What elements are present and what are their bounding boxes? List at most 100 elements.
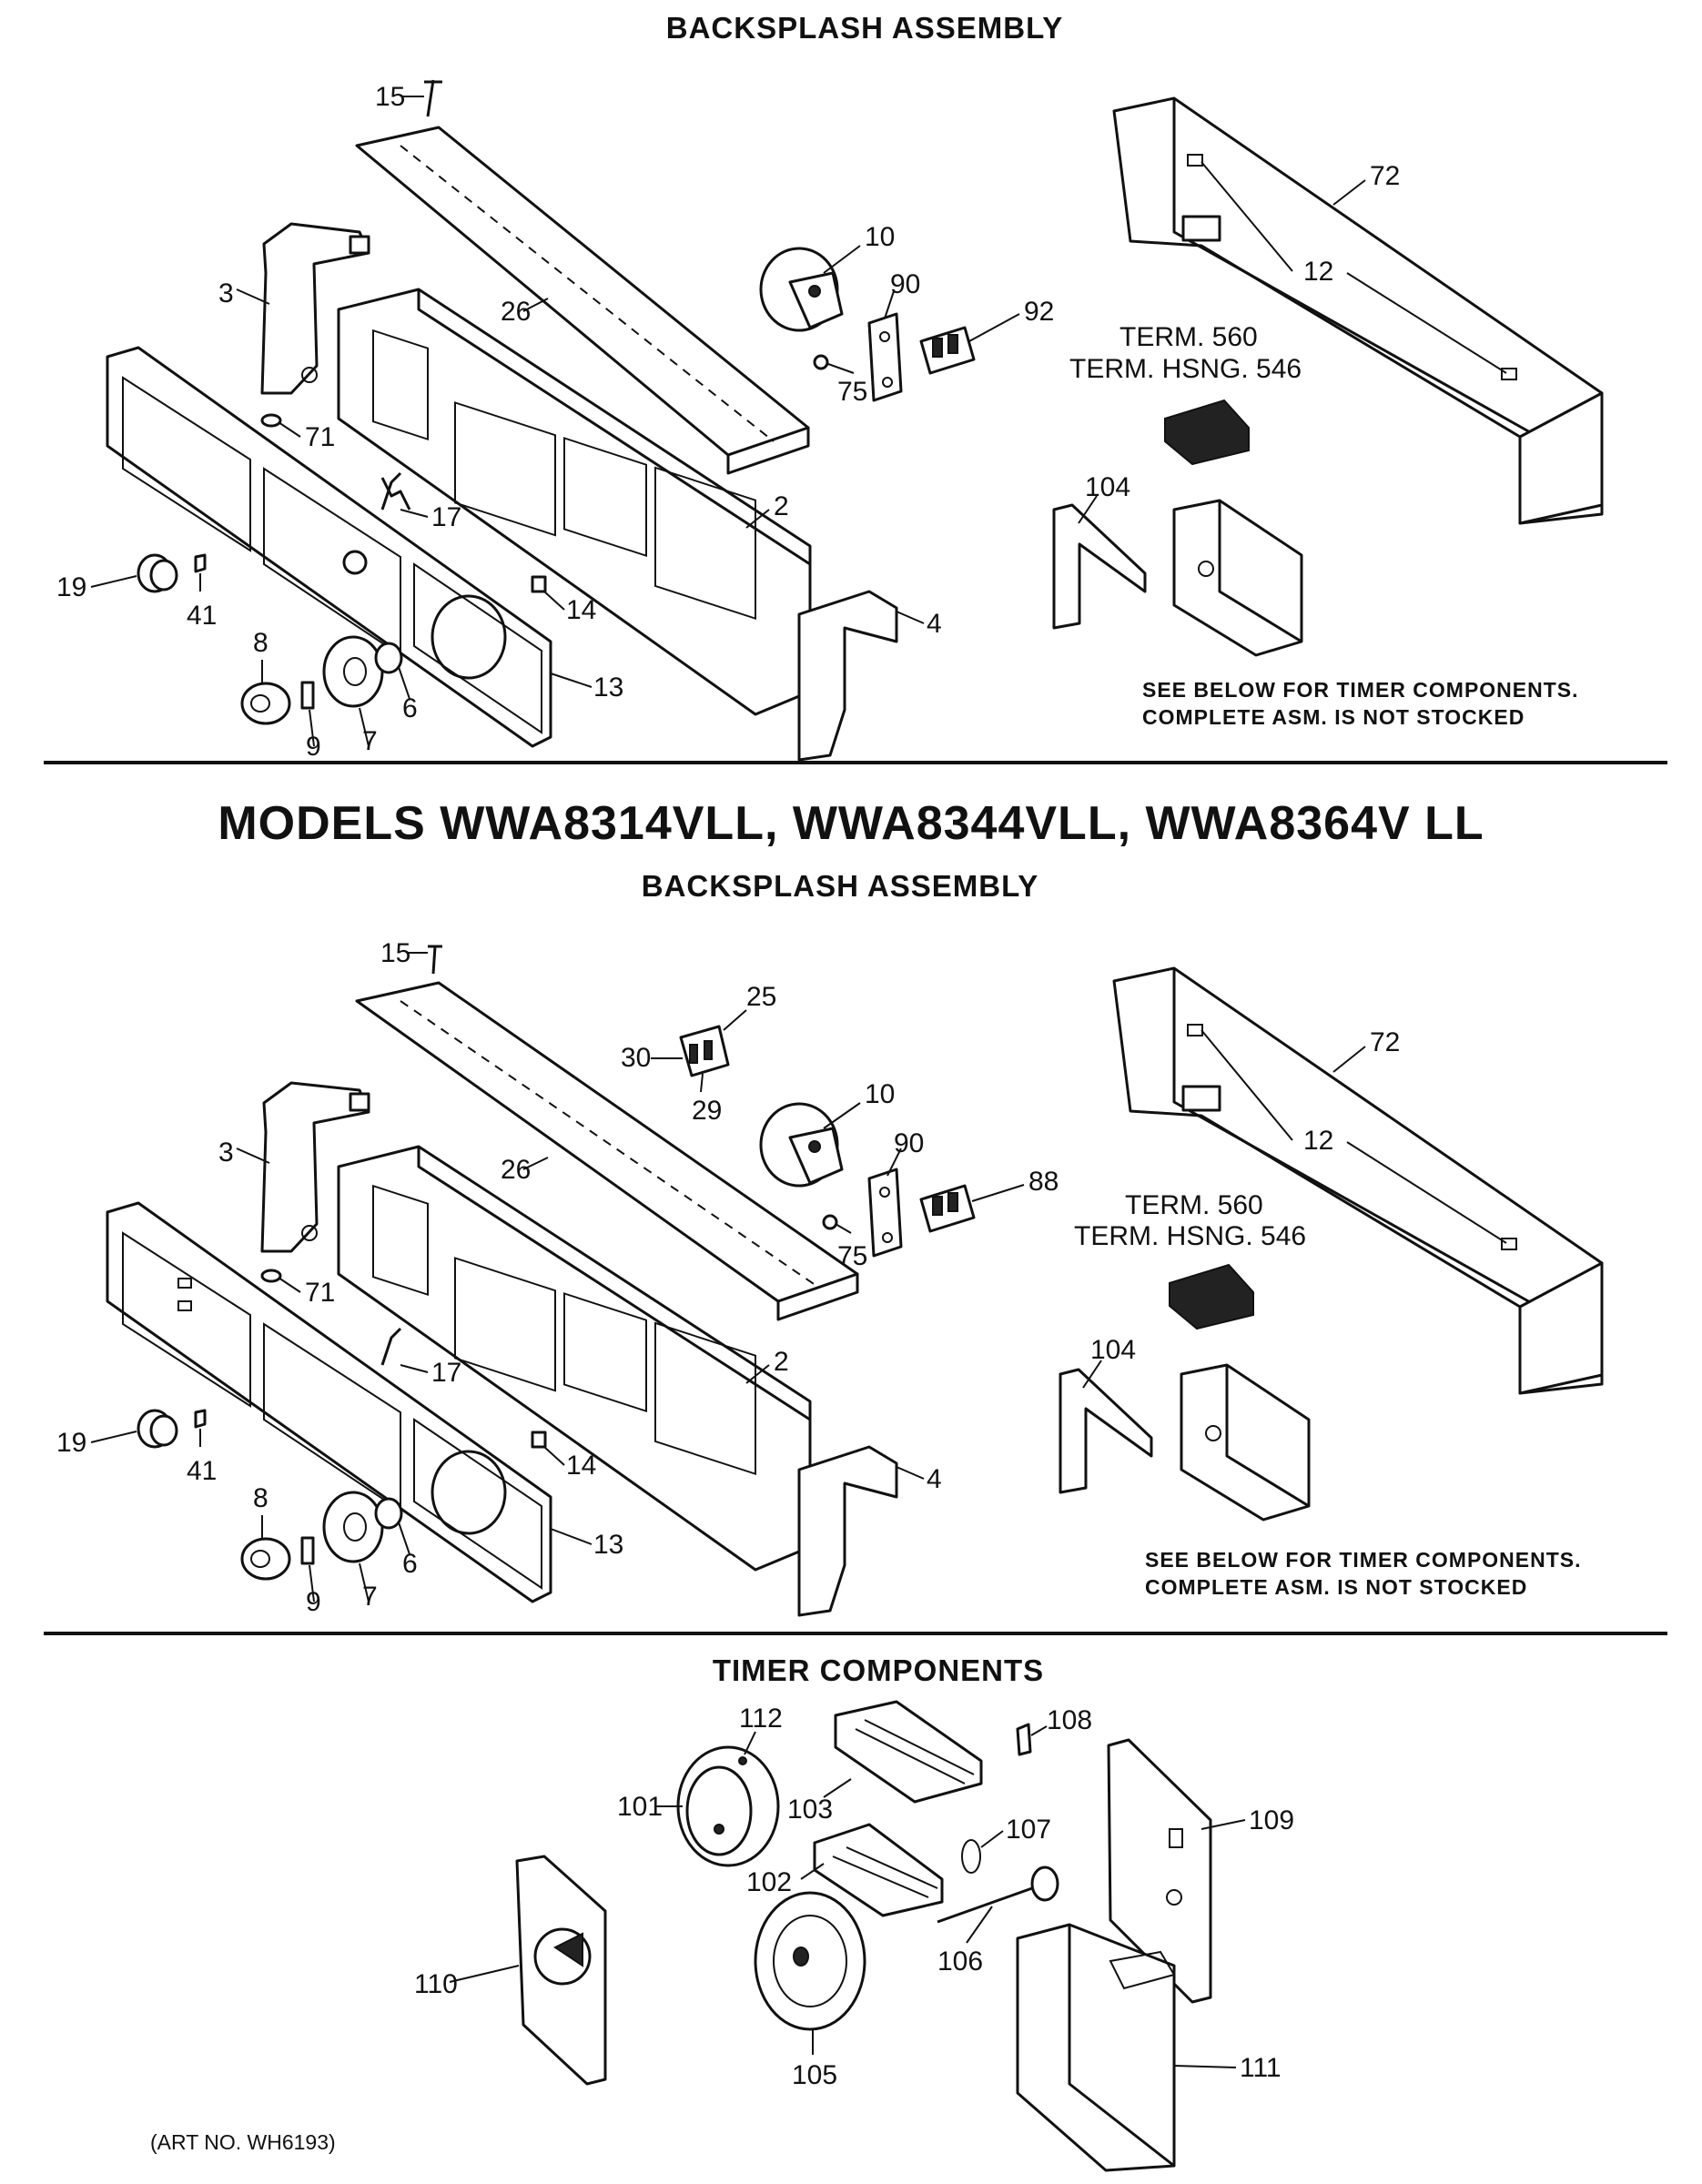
- callout: 88: [1028, 1167, 1059, 1197]
- callout: 92: [1024, 297, 1054, 327]
- clip-part: [300, 681, 315, 710]
- screw-part: [260, 413, 282, 428]
- dial-part: [322, 635, 384, 708]
- callout: 72: [1370, 1027, 1400, 1057]
- callout: 10: [865, 1079, 895, 1109]
- timer-cam-part: [754, 1891, 866, 2031]
- timer-front-plate-part: [1107, 1738, 1212, 2004]
- shaft-part: [937, 1866, 1059, 1924]
- callout: 90: [894, 1128, 924, 1158]
- top-trim-part: [355, 126, 810, 475]
- timer-motor-part: [676, 1745, 780, 1867]
- callouts-middle: 15 25 30 29 10 90 88 72 12 3 26 75 71 2 …: [56, 938, 1400, 1617]
- callout: 12: [1303, 257, 1333, 287]
- callout: 7: [362, 726, 378, 756]
- switch-bracket-part: [867, 312, 903, 402]
- knob-part: [240, 682, 291, 725]
- backsplash-frame-part: [337, 1145, 812, 1572]
- timer-components: [515, 1700, 1212, 2172]
- terminal-housing-label: TERM. HSNG. 546: [1074, 1221, 1306, 1251]
- backsplash-cover-part: [1112, 966, 1604, 1395]
- wire-harness-part: [380, 471, 402, 511]
- terminal-label: TERM. 560: [1125, 1190, 1263, 1220]
- switch-bracket-part: [867, 1168, 903, 1258]
- callout: 9: [306, 1587, 321, 1617]
- callout: 75: [837, 1241, 867, 1271]
- callout: 102: [746, 1867, 792, 1897]
- callout: 14: [566, 595, 596, 625]
- connector-part: [834, 1700, 983, 1804]
- clip-part: [194, 1409, 207, 1429]
- callout: 26: [501, 1155, 531, 1185]
- callout: 41: [187, 1456, 217, 1486]
- callout: 108: [1047, 1705, 1092, 1735]
- timer-bracket-part: [1059, 1368, 1153, 1494]
- callout: 6: [402, 693, 418, 723]
- callout: 109: [1249, 1805, 1294, 1835]
- callout: 107: [1006, 1815, 1051, 1845]
- switch-part: [919, 326, 976, 375]
- wire-harness-part: [380, 1327, 402, 1366]
- timer-bracket-part: [1052, 503, 1147, 630]
- knob-part: [137, 553, 178, 593]
- callout: 3: [218, 278, 234, 308]
- end-cap-right-part: [797, 1445, 898, 1617]
- callout: 19: [56, 572, 86, 602]
- callout: 90: [890, 269, 920, 299]
- end-cap-left-part: [260, 222, 370, 395]
- callout: 29: [692, 1096, 722, 1126]
- callout: 75: [837, 377, 867, 407]
- callout: 103: [787, 1795, 833, 1825]
- timer-note: COMPLETE ASM. IS NOT STOCKED: [1145, 1575, 1527, 1599]
- screw-part: [813, 354, 829, 370]
- switch-part: [919, 1184, 976, 1233]
- callout: 4: [927, 609, 942, 639]
- callout: 17: [431, 1358, 461, 1388]
- terminal-housing-label: TERM. HSNG. 546: [1069, 354, 1302, 384]
- pressure-switch-part: [759, 1102, 844, 1188]
- callout: 26: [501, 297, 531, 327]
- screw-part: [428, 945, 442, 975]
- callout: 8: [253, 628, 268, 658]
- backsplash-assembly-top: [106, 79, 1604, 762]
- callout: 41: [187, 601, 217, 631]
- callout: 2: [774, 1347, 789, 1377]
- knob-part: [374, 1497, 403, 1530]
- timer-part: [1172, 499, 1303, 657]
- callout: 2: [774, 491, 789, 521]
- timer-note: SEE BELOW FOR TIMER COMPONENTS.: [1145, 1548, 1582, 1572]
- callout: 25: [746, 982, 776, 1012]
- top-trim-part: [355, 981, 859, 1321]
- callout: 3: [218, 1138, 234, 1168]
- callout: 10: [865, 222, 895, 252]
- callout: 110: [414, 1969, 458, 1999]
- end-cap-left-part: [260, 1081, 370, 1253]
- screw-part: [822, 1214, 838, 1230]
- leader-lines: [90, 96, 1507, 2068]
- end-cap-right-part: [797, 590, 898, 762]
- callout: 13: [593, 1530, 623, 1560]
- timer-note: COMPLETE ASM. IS NOT STOCKED: [1142, 705, 1525, 729]
- screw-part: [260, 1269, 282, 1283]
- timer-note: SEE BELOW FOR TIMER COMPONENTS.: [1142, 678, 1579, 702]
- callout: 19: [56, 1428, 86, 1458]
- clip-part: [300, 1536, 315, 1565]
- clip-part: [1016, 1723, 1032, 1756]
- callout: 15: [375, 82, 405, 112]
- dial-part: [322, 1491, 384, 1563]
- callout: 8: [253, 1483, 268, 1513]
- screw-part: [424, 79, 442, 117]
- spring-part: [961, 1839, 981, 1874]
- callout: 111: [1240, 2053, 1282, 2083]
- timer-part: [1180, 1363, 1311, 1522]
- callouts-top: 15 3 26 10 90 92 72 12 75 71 2 104 17 19…: [56, 82, 1400, 762]
- heading-top: BACKSPLASH ASSEMBLY: [666, 11, 1063, 45]
- callout: 17: [431, 502, 461, 532]
- callout: 7: [362, 1582, 378, 1612]
- terminal-label: TERM. 560: [1119, 322, 1258, 352]
- callout: 101: [617, 1792, 663, 1822]
- callout: 14: [566, 1451, 596, 1481]
- callout: 15: [380, 938, 410, 968]
- terminal-housing-part: [1164, 399, 1250, 466]
